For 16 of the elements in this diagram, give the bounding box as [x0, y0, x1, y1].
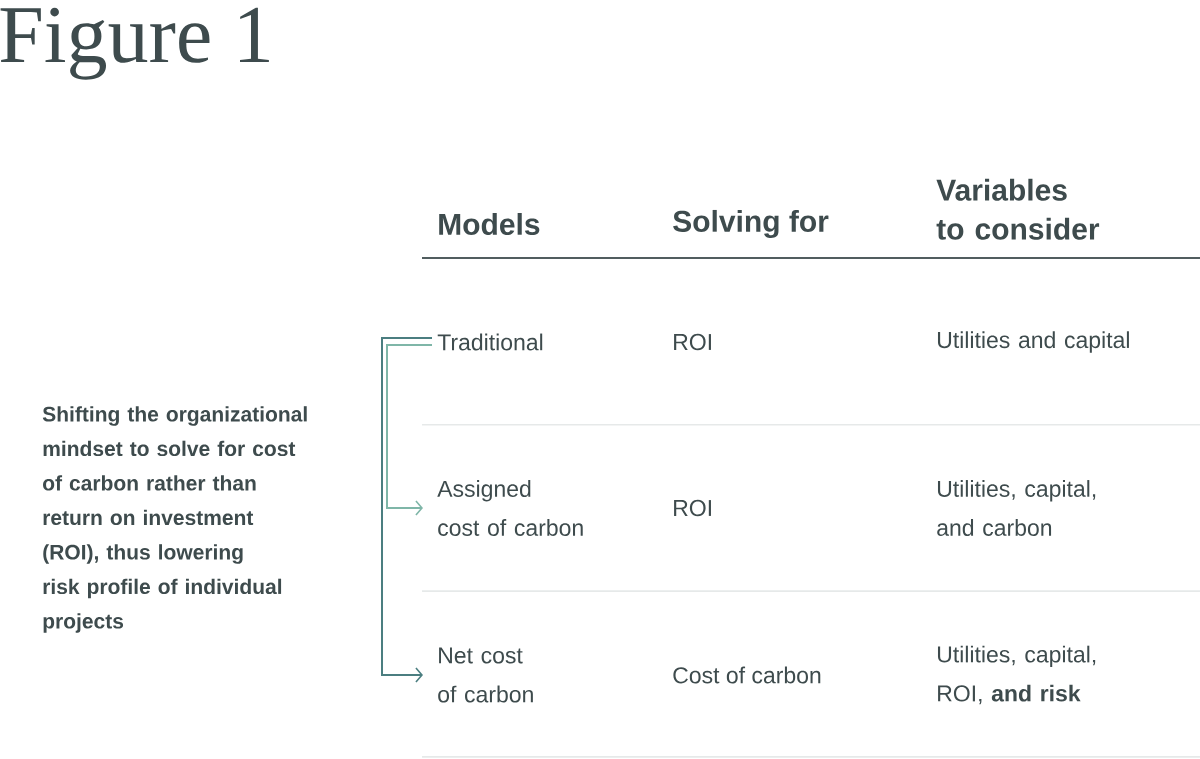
model-name: Assigned cost of carbon: [437, 480, 583, 536]
arrow: [386, 344, 433, 516]
table-text: ROI: [674, 333, 711, 351]
table-text: Utilities, capital, and carbon: [937, 480, 1096, 536]
table-text: ROI: [674, 499, 711, 517]
model-name: Traditional: [437, 333, 543, 351]
arrow: [381, 337, 433, 683]
paragraph-text: Shifting the organizational mindset to solve for cost of carbon rather than return on investment (ROI), thus lowering risk profile of individual projects: [42, 406, 307, 633]
model-name: Net cost of carbon: [438, 647, 533, 703]
column-header: Variables to consider: [936, 178, 1100, 240]
table-text: Cost of carbon: [673, 666, 821, 684]
column-header: Models: [439, 213, 540, 235]
figure-title: Figure 1: [0, 7, 269, 80]
column-header: Solving for: [673, 209, 829, 239]
table-text: Utilities and capital: [938, 331, 1129, 353]
table-text: Utilities, capital, ROI, and risk: [938, 645, 1096, 705]
